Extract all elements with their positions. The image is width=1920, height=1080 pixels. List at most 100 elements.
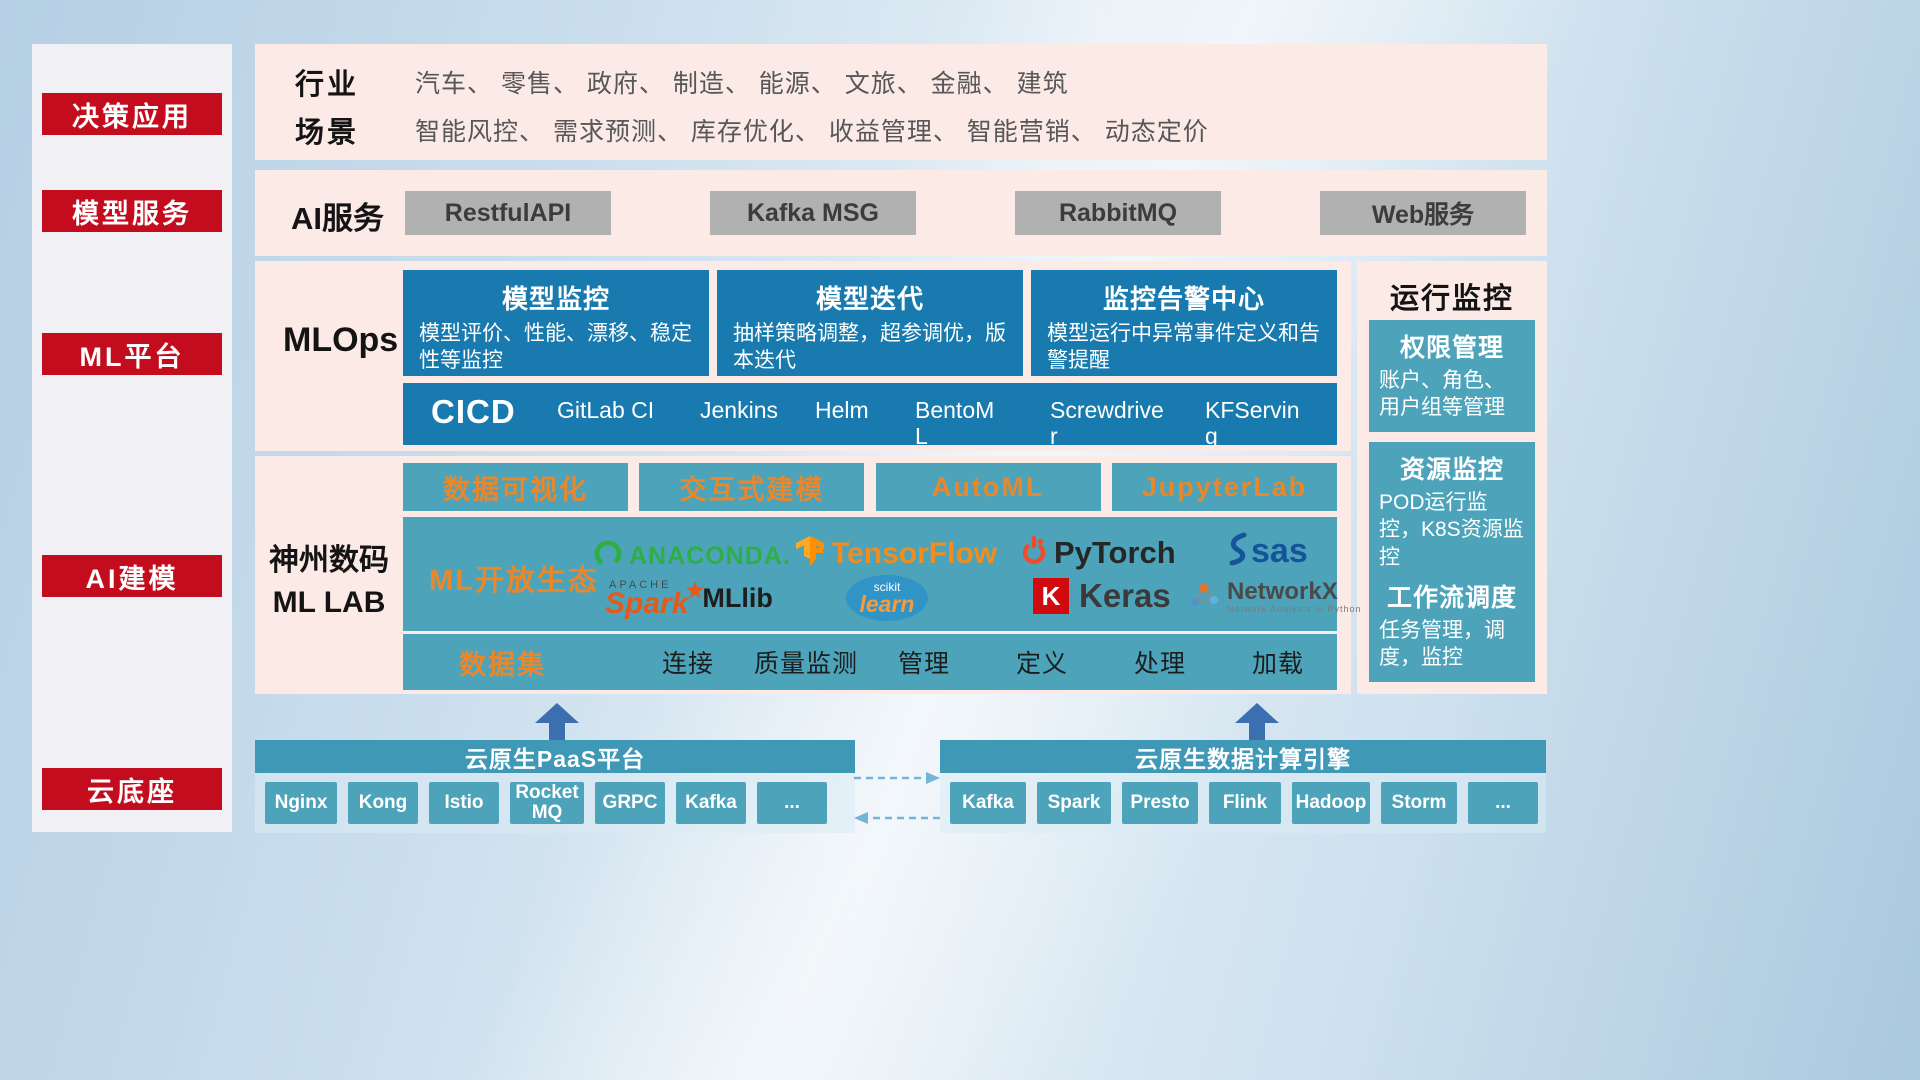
spark-wordmark: APACHE Spark	[605, 579, 705, 620]
chip-kafka: Kafka	[676, 782, 746, 824]
scikit-learn-logo: scikit learn	[846, 575, 928, 621]
card-desc: POD运行监控，K8S资源监控	[1379, 491, 1524, 569]
data-engine-group: 云原生数据计算引擎 Kafka Spark Presto Flink Hadoo…	[940, 740, 1546, 833]
sidebar-item-cloud-base: 云底座	[42, 768, 222, 810]
scenario-row: 场景 智能风控、 需求预测、 库存优化、 收益管理、 智能营销、 动态定价	[295, 110, 1209, 150]
runtime-monitor-panel: 运行监控 权限管理 账户、角色、用户组等管理 资源监控 POD运行监控，K8S资…	[1357, 261, 1547, 694]
tensorflow-logo: TensorFlow	[795, 535, 997, 572]
chip-storm: Storm	[1381, 782, 1457, 824]
tool-data-visualization: 数据可视化	[403, 463, 628, 511]
ml-ecosystem-label: ML开放生态	[429, 565, 599, 597]
paas-title: 云原生PaaS平台	[255, 740, 855, 773]
scenario-label: 场景	[295, 117, 360, 149]
anaconda-logo: ANACONDA.	[593, 539, 791, 574]
sidebar-item-model-service: 模型服务	[42, 190, 222, 232]
networkx-icon	[1187, 580, 1221, 615]
up-arrow-left	[535, 703, 579, 741]
card-desc: 模型运行中异常事件定义和告警提醒	[1047, 322, 1320, 373]
industry-label: 行业	[295, 69, 360, 101]
cicd-bar: CICD GitLab CI Jenkins Helm BentoML Scre…	[403, 383, 1337, 445]
keras-wordmark: Keras	[1079, 577, 1171, 614]
alert-center-card: 监控告警中心 模型运行中异常事件定义和告警提醒	[1031, 270, 1337, 376]
sas-icon	[1227, 531, 1249, 572]
workflow-schedule-card: 工作流调度 任务管理，调度，监控	[1369, 570, 1535, 682]
card-title: 监控告警中心	[1102, 284, 1265, 314]
chip-istio: Istio	[429, 782, 499, 824]
mllib-wordmark: MLlib	[702, 582, 773, 613]
cicd-tool-kfserving: KFServing	[1205, 397, 1300, 445]
chip-more: ...	[757, 782, 827, 824]
dataset-connect: 连接	[661, 650, 714, 678]
data-engine-items: Kafka Spark Presto Flink Hadoop Storm ..…	[940, 773, 1546, 833]
card-title: 模型监控	[501, 284, 610, 314]
data-engine-title: 云原生数据计算引擎	[940, 740, 1546, 773]
paas-group: 云原生PaaS平台 Nginx Kong Istio RocketMQ GRPC…	[255, 740, 855, 833]
tensorflow-icon	[795, 535, 825, 572]
sas-logo: sas	[1227, 531, 1308, 572]
cicd-tool-helm: Helm	[815, 397, 869, 423]
dataset-process: 处理	[1133, 650, 1186, 678]
resource-monitor-card: 资源监控 POD运行监控，K8S资源监控	[1369, 442, 1535, 581]
dataset-label: 数据集	[459, 649, 546, 680]
keras-icon: K	[1033, 578, 1069, 614]
dashed-exchange-arrows	[854, 772, 940, 824]
model-iteration-card: 模型迭代 抽样策略调整，超参调优，版本迭代	[717, 270, 1023, 376]
pytorch-icon	[1020, 533, 1048, 572]
card-desc: 账户、角色、用户组等管理	[1379, 369, 1505, 420]
industry-section: 行业 汽车、 零售、 政府、 制造、 能源、 文旅、 金融、 建筑 场景 智能风…	[255, 44, 1547, 160]
networkx-logo: NetworkX Network Analysis in Python	[1187, 578, 1362, 615]
chip-grpc: GRPC	[595, 782, 665, 824]
permission-mgmt-card: 权限管理 账户、角色、用户组等管理	[1369, 320, 1535, 432]
cicd-tool-gitlab-ci: GitLab CI	[557, 397, 655, 423]
tool-automl: AutoML	[875, 463, 1101, 511]
chip-kong: Kong	[348, 782, 418, 824]
cicd-tool-bentoml: BentoML	[915, 397, 995, 445]
tool-jupyterlab: JupyterLab	[1111, 463, 1337, 511]
chip-nginx: Nginx	[265, 782, 337, 824]
mllab-label-line1: 神州数码	[269, 544, 389, 577]
chip-rocketmq: RocketMQ	[510, 782, 584, 824]
sidebar-item-decision-apps: 决策应用	[42, 93, 222, 135]
model-monitoring-card: 模型监控 模型评价、性能、漂移、稳定性等监控	[403, 270, 709, 376]
sidebar-item-ml-platform: ML平台	[42, 333, 222, 375]
cicd-label: CICD	[431, 393, 516, 430]
card-title: 资源监控	[1399, 456, 1504, 484]
mlops-cards: 模型监控 模型评价、性能、漂移、稳定性等监控 模型迭代 抽样策略调整，超参调优，…	[403, 270, 1337, 376]
chip-spark: Spark	[1037, 782, 1111, 824]
scikit-text: scikit	[873, 579, 901, 594]
industry-list: 汽车、 零售、 政府、 制造、 能源、 文旅、 金融、 建筑	[415, 70, 1069, 98]
ai-service-section: AI服务 RestfulAPI Kafka MSG RabbitMQ Web服务	[255, 170, 1547, 256]
networkx-wordmark: NetworkX	[1227, 578, 1338, 605]
spark-text: Spark	[605, 587, 689, 620]
dataset-bar: 数据集 连接 质量监测 管理 定义 处理 加载	[403, 634, 1337, 690]
mllab-label-line2: ML LAB	[272, 586, 386, 619]
dataset-load: 加载	[1251, 650, 1304, 678]
tensorflow-wordmark: TensorFlow	[831, 536, 998, 570]
left-sidebar: 决策应用 模型服务 ML平台 AI建模 云底座	[32, 44, 232, 832]
sidebar-item-ai-modeling: AI建模	[42, 555, 222, 597]
service-restfulapi: RestfulAPI	[405, 191, 611, 235]
tool-interactive-modeling: 交互式建模	[639, 463, 865, 511]
dataset-define: 定义	[1015, 650, 1068, 678]
chip-flink: Flink	[1209, 782, 1281, 824]
mlops-section: MLOps 模型监控 模型评价、性能、漂移、稳定性等监控 模型迭代 抽样策略调整…	[255, 261, 1351, 451]
paas-items: Nginx Kong Istio RocketMQ GRPC Kafka ...	[255, 773, 855, 833]
card-desc: 任务管理，调度，监控	[1379, 619, 1505, 670]
apache-text: APACHE	[609, 579, 672, 591]
mllab-label: 神州数码 ML LAB	[255, 540, 403, 624]
learn-text: learn	[859, 590, 915, 617]
scikit-learn-icon: scikit learn	[846, 575, 928, 621]
pytorch-logo: PyTorch	[1020, 533, 1176, 572]
service-rabbitmq: RabbitMQ	[1015, 191, 1221, 235]
chip-hadoop: Hadoop	[1292, 782, 1370, 824]
card-desc: 模型评价、性能、漂移、稳定性等监控	[419, 322, 692, 373]
networkx-subtitle: Network Analysis in Python	[1227, 604, 1362, 615]
cicd-tool-screwdriver: Screwdriver	[1050, 397, 1164, 445]
dataset-quality: 质量监测	[753, 650, 858, 678]
chip-more: ...	[1468, 782, 1538, 824]
chip-presto: Presto	[1122, 782, 1198, 824]
spark-mllib-logo: APACHE Spark MLlib	[605, 579, 773, 620]
anaconda-wordmark: ANACONDA.	[629, 542, 791, 570]
mlops-label: MLOps	[283, 321, 399, 359]
